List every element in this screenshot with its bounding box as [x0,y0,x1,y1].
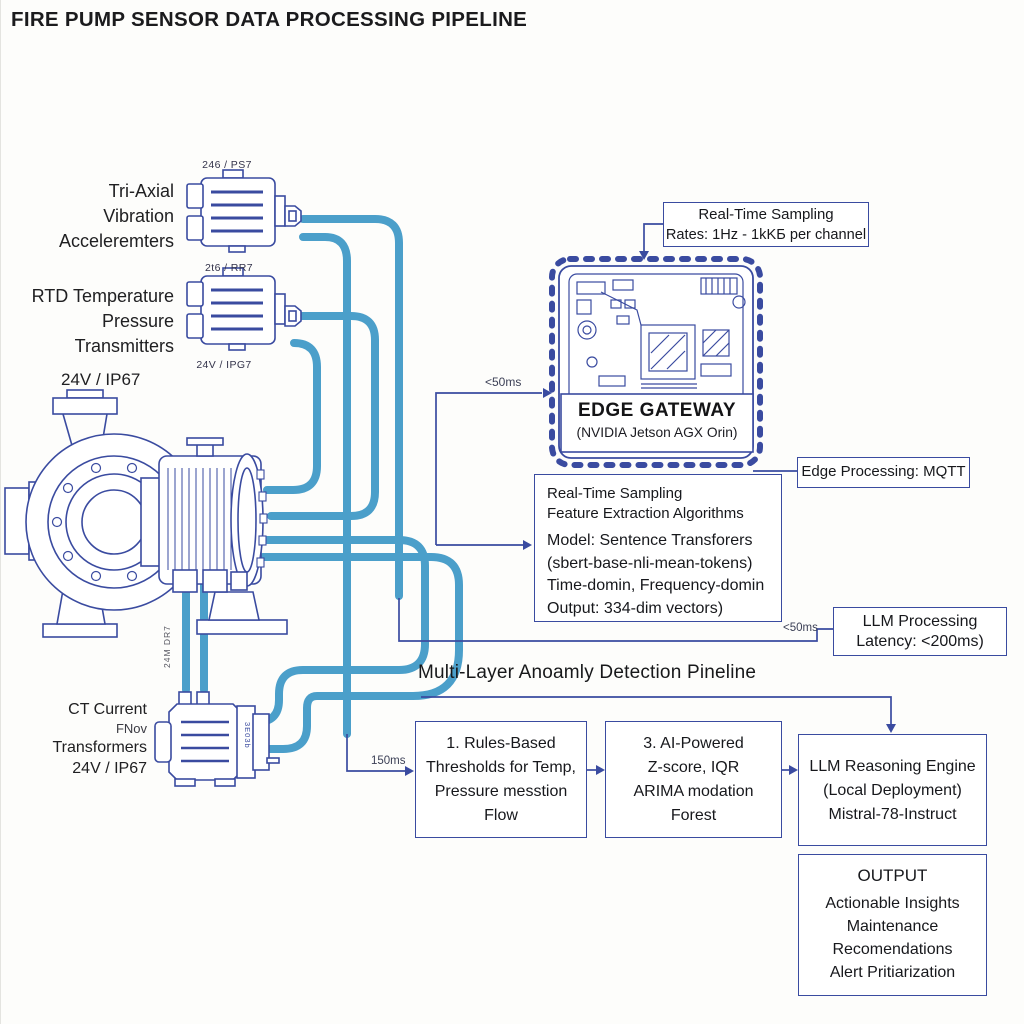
sampling-rates-box: Real-Time Sampling Rates: 1Hz - 1kKБ per… [663,202,869,247]
feature-extraction-box: Real-Time Sampling Feature Extraction Al… [534,474,782,622]
llm-box-line: LLM Reasoning Engine [809,758,976,775]
cable-rtd-1 [267,312,379,520]
accel-label-line: Tri-Axial [108,181,174,201]
arrowhead [523,540,532,550]
rtd-label-line: Transmitters [74,336,174,356]
connector-to-latency [398,598,833,642]
latency-label-rules: 150ms [371,755,406,767]
ct-label-line: Transformers [52,739,147,756]
ai-box-line: ARIMA modation [633,783,754,800]
cable-motor-2 [243,553,463,753]
connector-lines [346,223,896,776]
arrowhead [596,765,605,775]
ai-box-line: 3. AI-Powered [643,735,744,752]
feature-box-line: Model: Sentence Transforers [547,532,753,549]
ai-box-line: Forest [670,807,717,824]
rules-based-box: 1. Rules-Based Thresholds for Temp, Pres… [415,721,587,838]
llm-box-line: (Local Deployment) [823,782,962,799]
llm-latency-line: Latency: <200ms) [856,633,984,650]
accel-label-line: Vibration [103,206,174,226]
llm-latency-line: LLM Processing [862,613,978,630]
vibration-sensor-illustration [186,169,302,253]
arrowhead [405,766,414,776]
cable-motor-1 [243,536,429,726]
rtd-sensor-illustration [186,267,302,351]
edge-processing-box: Edge Processing: MQTT [797,457,970,488]
connector-sampling-to-gateway [643,223,664,251]
rules-box-line: 1. Rules-Based [446,735,556,752]
ct-transformer-illustration: 3E03b [154,691,280,787]
output-box-line: Recomendations [832,941,953,958]
feature-box-line: Output: 334-dim vectors) [547,599,724,617]
arrowhead [789,765,798,775]
ct-label-line: 24V / IP67 [72,760,147,777]
sampling-rates-line: Rates: 1Hz - 1kKБ per channel [665,227,867,243]
rules-box-line: Flow [484,807,518,824]
arrowhead [886,724,896,733]
output-box-line: Maintenance [846,918,939,935]
cable-accel-1 [299,215,403,600]
rtd-rating-tag-top: 2t6 / RR7 [205,262,253,274]
gateway-title: EDGE GATEWAY [577,400,737,421]
rules-box-line: Pressure messtion [434,783,568,800]
rtd-rating-tag-bottom: 24V / IPG7 [196,359,252,371]
accel-label-line: Acceleremters [58,231,174,251]
llm-reasoning-box: LLM Reasoning Engine (Local Deployment) … [798,734,987,846]
arrowhead [543,388,552,398]
ai-powered-box: 3. AI-Powered Z-score, IQR ARIMA modatio… [605,721,782,838]
accel-rating-tag: 246 / PS7 [202,159,252,171]
rtd-label: RTD Temperature Pressure Transmitters [9,284,174,359]
ct-plate-tag: 3E03b [243,722,252,749]
ai-box-line: Z-score, IQR [647,759,740,776]
ct-label-line: CT Current [68,701,147,718]
connector-to-rules [346,734,405,772]
llm-box-line: Mistral-78-Instruct [828,806,957,823]
sensor-cables [182,215,463,753]
fire-pump-illustration [4,389,288,638]
rtd-label-line: RTD Temperature [31,286,174,306]
accel-label: Tri-Axial Vibration Acceleremters [29,179,174,254]
page-title: FIRE PUMP SENSOR DATA PROCESSING PIPELIN… [11,8,528,31]
feature-box-line: Real-Time Sampling [547,485,683,502]
arrowhead [639,251,649,260]
feature-box-line: (sbert-base-nli-mean-tokens) [547,554,753,572]
rtd-label-line: Pressure [101,311,174,331]
latency-label-gateway: <50ms [485,375,522,389]
feature-box-line: Time-domin, Frequency-domin [547,577,765,594]
output-box-title: OUTPUT [857,866,928,885]
edge-gateway-illustration [549,256,763,468]
rules-box-line: Thresholds for Temp, [426,759,576,776]
cable-rtd-2 [263,339,321,494]
connector-branch [435,392,542,546]
pump-side-tag: 24M DR7 [162,625,172,668]
output-box: OUTPUT Actionable Insights Maintenance R… [798,854,987,996]
gateway-subtitle: (NVIDIA Jetson AGX Orin) [576,425,738,440]
ct-label-line: FNov [115,721,147,736]
feature-box-line: Feature Extraction Algorithms [547,505,744,522]
pipeline-heading: Multi-Layer Anoamly Detection Pineline [418,662,757,683]
sampling-rates-line: Real-Time Sampling [698,206,834,223]
connector-heading-to-llm [421,696,892,725]
ct-label: CT Current FNov Transformers 24V / IP67 [19,699,147,779]
llm-latency-box: LLM Processing Latency: <200ms) [833,607,1007,656]
pump-voltage-label: 24V / IP67 [61,370,141,389]
cable-accel-2 [299,233,351,738]
latency-label-llm: <50ms [783,622,818,634]
output-box-line: Actionable Insights [825,895,960,912]
output-box-line: Alert Pritiarization [829,964,956,981]
